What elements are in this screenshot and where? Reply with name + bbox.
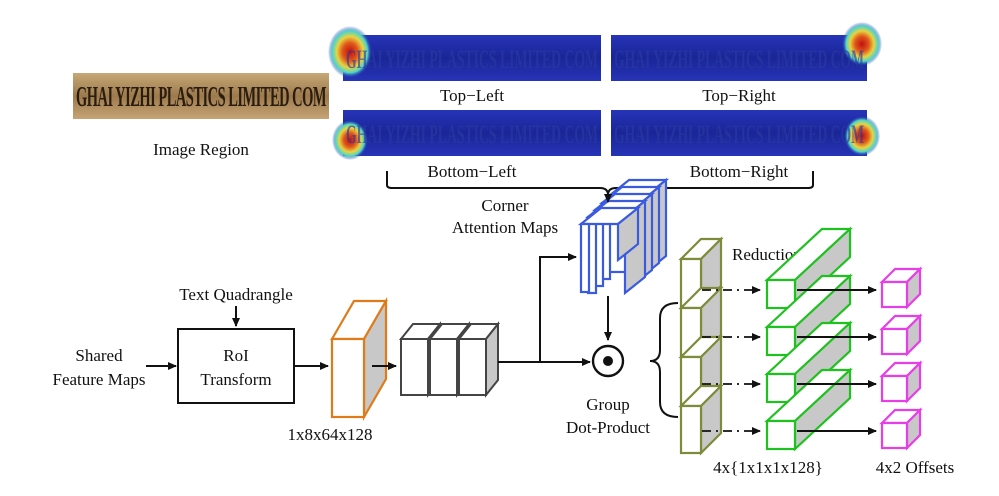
conv-blocks <box>398 321 501 398</box>
group-feature-blocks <box>678 236 724 456</box>
offset-cubes <box>879 266 923 451</box>
attention-label-bottom-left: Bottom−Left <box>428 162 517 181</box>
attention-label-bottom-right: Bottom−Right <box>690 162 789 181</box>
attention-map-top-left: GHAI YIZHI PLASTICS LIMITED COM <box>328 26 601 81</box>
roi-feature-block <box>330 296 388 422</box>
group-dot-label-line1: Group <box>586 395 629 414</box>
attention-map-bottom-right: GHAI YIZHI PLASTICS LIMITED COM <box>611 110 880 156</box>
roi-transform-label-line1: RoI <box>223 346 249 365</box>
group-brace <box>649 302 679 418</box>
corner-attention-label-line1: Corner <box>481 196 529 215</box>
attention-map-top-right: GHAI YIZHI PLASTICS LIMITED COM <box>611 22 882 81</box>
offset-arrows <box>797 286 877 435</box>
shared-features-label-line2: Feature Maps <box>52 370 145 389</box>
group-dot-label-line2: Dot-Product <box>566 418 650 437</box>
offsets-label: 4x2 Offsets <box>876 458 955 477</box>
corner-attention-stack <box>577 177 670 296</box>
image-region: GHAI YIZHI PLASTICS LIMITED COM <box>73 73 329 119</box>
heatmap-text: GHAI YIZHI PLASTICS LIMITED COM <box>614 120 864 149</box>
roi-transform-label-line2: Transform <box>200 370 271 389</box>
roi-transform-box: RoI Transform <box>177 328 295 404</box>
image-region-crop-text: GHAI YIZHI PLASTICS LIMITED COM <box>76 81 326 113</box>
dot-product-op <box>591 344 625 378</box>
heatmap-text: GHAI YIZHI PLASTICS LIMITED COM <box>346 45 598 74</box>
shared-features-label-line1: Shared <box>75 346 123 365</box>
attention-label-top-left: Top−Left <box>440 86 504 105</box>
reduction-arrows <box>702 286 761 435</box>
heatmap-text: GHAI YIZHI PLASTICS LIMITED COM <box>614 45 864 74</box>
roi-size-label: 1x8x64x128 <box>288 425 373 444</box>
text-quadrangle-label: Text Quadrangle <box>179 285 293 304</box>
attention-label-top-right: Top−Right <box>702 86 776 105</box>
attention-map-bottom-left: GHAI YIZHI PLASTICS LIMITED COM <box>332 110 601 160</box>
corner-attention-label-line2: Attention Maps <box>452 218 558 237</box>
reduction-blocks <box>764 226 853 452</box>
reduction-label: Reduction <box>732 245 802 264</box>
image-region-label: Image Region <box>153 140 249 159</box>
heatmap-text: GHAI YIZHI PLASTICS LIMITED COM <box>346 120 598 149</box>
reduced-size-label: 4x{1x1x1x128} <box>713 458 823 477</box>
